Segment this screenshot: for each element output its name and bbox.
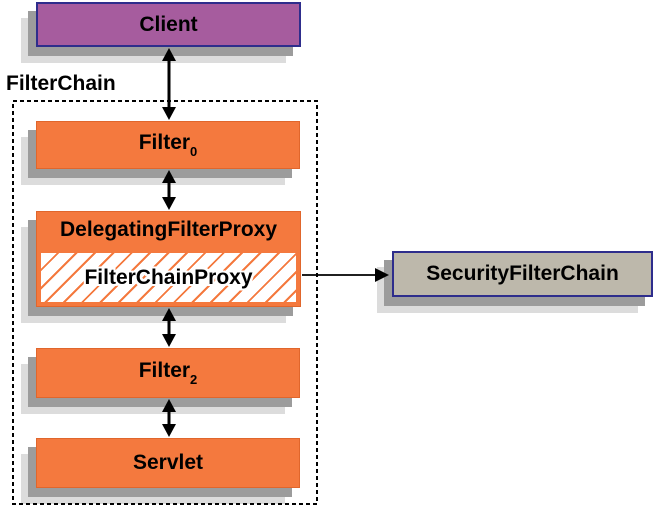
arrowhead-up-icon — [162, 399, 176, 412]
node-security-filter-chain-label: SecurityFilterChain — [426, 262, 619, 285]
arrow-client-filter0 — [162, 48, 176, 120]
arrow-dfp-filter2 — [162, 308, 176, 347]
node-filter0-label: Filter0 — [138, 131, 198, 159]
node-filter-chain-proxy: FilterChainProxy — [40, 252, 297, 303]
filterchain-group-label: FilterChain — [6, 72, 116, 95]
node-filter0: Filter0 — [36, 121, 300, 169]
node-servlet: Servlet — [36, 438, 300, 488]
arrowhead-up-icon — [162, 48, 176, 61]
node-filter2-label: Filter2 — [138, 359, 198, 387]
node-filter0-subscript: 0 — [190, 144, 198, 159]
arrow-filter0-dfp — [162, 170, 176, 210]
node-delegating-filter-proxy-label: DelegatingFilterProxy — [59, 218, 278, 241]
arrowhead-down-icon — [162, 197, 176, 210]
arrowhead-up-icon — [162, 170, 176, 183]
arrowhead-down-icon — [162, 107, 176, 120]
node-servlet-label: Servlet — [132, 451, 204, 474]
arrowhead-up-icon — [162, 308, 176, 321]
node-filter-chain-proxy-label: FilterChainProxy — [84, 265, 253, 289]
node-client-label: Client — [139, 12, 198, 36]
arrowhead-down-icon — [162, 334, 176, 347]
arrow-fcp-sfc — [302, 268, 389, 282]
node-security-filter-chain: SecurityFilterChain — [392, 251, 653, 297]
node-client: Client — [36, 2, 301, 47]
arrowhead-down-icon — [162, 424, 176, 437]
arrowhead-right-icon — [375, 268, 389, 282]
node-filter2-subscript: 2 — [190, 372, 198, 387]
arrow-filter2-servlet — [162, 399, 176, 437]
node-filter2: Filter2 — [36, 348, 300, 398]
